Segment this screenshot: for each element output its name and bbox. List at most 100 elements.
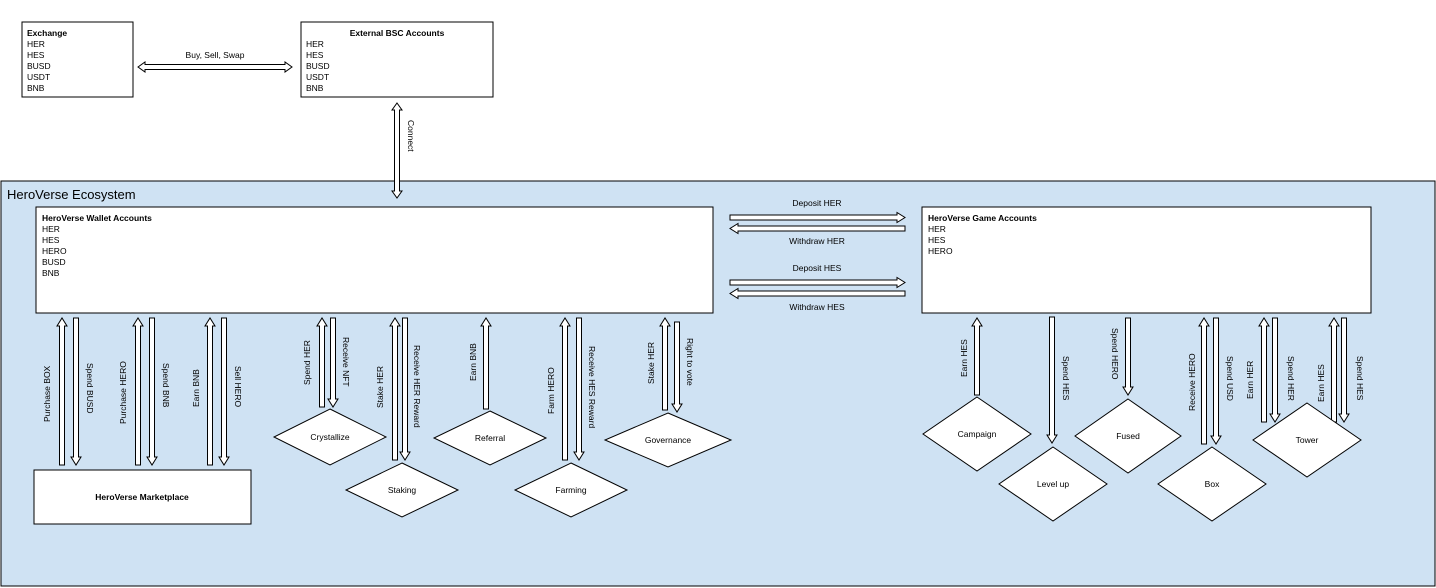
- referral-label: Referral: [475, 433, 505, 443]
- arrow-up-icon: [132, 317, 144, 466]
- wallet-title: HeroVerse Wallet Accounts: [42, 213, 152, 223]
- exchange-item: BUSD: [27, 61, 51, 71]
- spend-busd-label: Spend BUSD: [85, 363, 95, 414]
- arrow-up-icon: [389, 317, 401, 461]
- arrow-down-icon: [70, 317, 82, 466]
- wallet-item: BUSD: [42, 257, 66, 267]
- external-bsc-title: External BSC Accounts: [350, 28, 445, 38]
- crystallize-flow: Spend HER Receive NFT Crystallize: [272, 317, 388, 466]
- farming-node: [513, 462, 629, 518]
- level-up-label: Level up: [1037, 479, 1069, 489]
- level-up-node: [998, 446, 1108, 522]
- external-bsc-item: BUSD: [306, 61, 330, 71]
- arrow-up-icon: [1258, 317, 1270, 423]
- staking-flow: Stake HER Receive HER Reward Staking: [344, 317, 460, 518]
- arrow-up-icon: [316, 317, 328, 408]
- transfer-arrows: Deposit HER Withdraw HER Deposit HES Wit…: [729, 198, 906, 312]
- receive-her-reward-label: Receive HER Reward: [412, 345, 422, 428]
- referral-node: [432, 410, 548, 466]
- arrow-up-icon: [559, 317, 571, 461]
- fused-label: Fused: [1116, 431, 1140, 441]
- buy-sell-swap-label: Buy, Sell, Swap: [186, 50, 245, 60]
- exchange-item: HER: [27, 39, 45, 49]
- wallet-box: HeroVerse Wallet Accounts HER HES HERO B…: [35, 206, 714, 314]
- earn-bnb-referral-label: Earn BNB: [468, 343, 478, 381]
- deposit-hes-label: Deposit HES: [793, 263, 842, 273]
- governance-node: [603, 412, 733, 468]
- governance-label: Governance: [645, 435, 692, 445]
- earn-hes-campaign-label: Earn HES: [959, 339, 969, 377]
- box-flow: Receive HERO Spend USD Box: [1157, 317, 1267, 522]
- referral-flow: Earn BNB Referral: [432, 317, 548, 466]
- marketplace-box: HeroVerse Marketplace: [33, 469, 252, 525]
- wallet-item: HES: [42, 235, 60, 245]
- arrow-down-icon: [1122, 317, 1134, 396]
- game-item: HES: [928, 235, 946, 245]
- fused-flow: Spend HERO Fused: [1074, 317, 1182, 474]
- ecosystem-title: HeroVerse Ecosystem: [7, 187, 136, 202]
- external-bsc-item: BNB: [306, 83, 324, 93]
- deposit-her-label: Deposit HER: [792, 198, 841, 208]
- arrow-up-icon: [1328, 317, 1340, 423]
- spend-hes-tower-label: Spend HES: [1355, 356, 1365, 401]
- spend-usd-box-label: Spend USD: [1225, 356, 1235, 401]
- earn-bnb-market-label: Earn BNB: [191, 369, 201, 407]
- receive-nft-label: Receive NFT: [341, 337, 351, 387]
- arrow-down-icon: [1046, 316, 1058, 444]
- staking-label: Staking: [388, 485, 417, 495]
- box-label: Box: [1205, 479, 1220, 489]
- game-title: HeroVerse Game Accounts: [928, 213, 1037, 223]
- arrow-up-icon: [480, 317, 492, 410]
- exchange-title: Exchange: [27, 28, 67, 38]
- stake-her-gov-label: Stake HER: [646, 342, 656, 384]
- spend-her-label: Spend HER: [302, 340, 312, 385]
- stake-her-staking-label: Stake HER: [375, 366, 385, 408]
- fused-node: [1074, 398, 1182, 474]
- withdraw-her-label: Withdraw HER: [789, 236, 845, 246]
- wallet-item: HER: [42, 224, 60, 234]
- game-box: HeroVerse Game Accounts HER HES HERO: [921, 206, 1372, 314]
- governance-flow: Stake HER Right to vote Governance: [603, 317, 733, 468]
- crystallize-node: [272, 408, 388, 466]
- arrow-down-icon: [671, 321, 683, 413]
- arrow-left-icon: [729, 287, 906, 300]
- wallet-item: BNB: [42, 268, 60, 278]
- arrow-down-icon: [573, 317, 585, 461]
- exchange-item: USDT: [27, 72, 50, 82]
- game-item: HER: [928, 224, 946, 234]
- spend-hero-fused-label: Spend HERO: [1110, 328, 1120, 380]
- exchange-item: BNB: [27, 83, 45, 93]
- receive-hes-reward-label: Receive HES Reward: [587, 346, 597, 428]
- spend-bnb-label: Spend BNB: [161, 363, 171, 408]
- campaign-node: [922, 396, 1032, 472]
- arrow-right-icon: [729, 276, 906, 289]
- tower-flow: Earn HER Spend HER Earn HES Spend HES To…: [1245, 317, 1365, 478]
- double-arrow-icon: [137, 61, 293, 73]
- arrow-right-icon: [729, 211, 906, 224]
- external-bsc-box: External BSC Accounts HER HES BUSD USDT …: [300, 21, 494, 98]
- arrow-down-icon: [1210, 317, 1222, 445]
- earn-her-tower-label: Earn HER: [1245, 361, 1255, 399]
- farming-flow: Farm HERO Receive HES Reward Farming: [513, 317, 629, 518]
- marketplace-arrows: Purchase BOX Spend BUSD Purchase HERO Sp…: [42, 317, 243, 466]
- marketplace-title: HeroVerse Marketplace: [95, 492, 189, 502]
- arrow-up-icon: [1198, 317, 1210, 445]
- level-up-flow: Spend HES Level up: [998, 316, 1108, 522]
- right-to-vote-label: Right to vote: [685, 338, 695, 386]
- crystallize-label: Crystallize: [310, 432, 349, 442]
- arrow-up-icon: [204, 317, 216, 466]
- receive-hero-box-label: Receive HERO: [1187, 353, 1197, 411]
- arrow-up-icon: [659, 317, 671, 411]
- exchange-item: HES: [27, 50, 45, 60]
- purchase-hero-label: Purchase HERO: [118, 361, 128, 424]
- double-arrow-icon: [391, 102, 403, 199]
- tower-label: Tower: [1296, 435, 1319, 445]
- arrow-down-icon: [1338, 317, 1350, 423]
- earn-hes-tower-label: Earn HES: [1316, 364, 1326, 402]
- tower-node: [1252, 402, 1362, 478]
- wallet-item: HERO: [42, 246, 67, 256]
- game-item: HERO: [928, 246, 953, 256]
- box-node: [1157, 446, 1267, 522]
- arrow-up-icon: [56, 317, 68, 466]
